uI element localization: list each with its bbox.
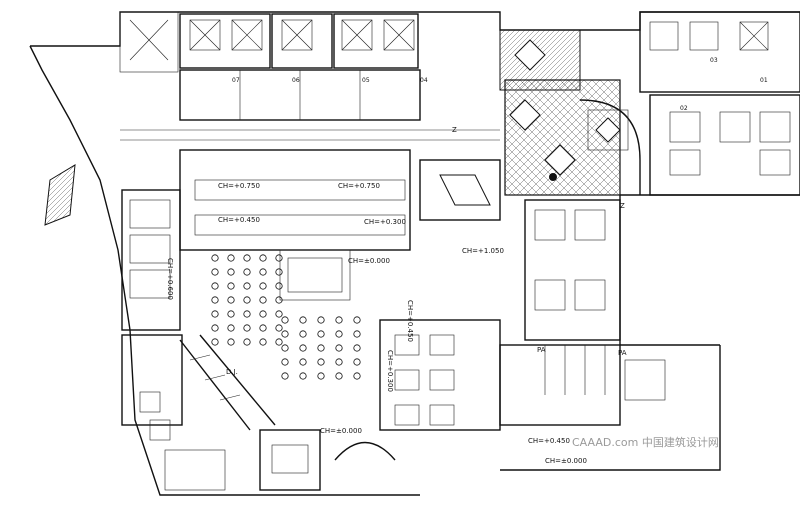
seat-marker bbox=[243, 310, 251, 318]
plan-marker: PA bbox=[537, 346, 546, 354]
level-label: CH=+0.450 bbox=[218, 216, 260, 224]
level-label: CH=+0.300 bbox=[386, 350, 394, 392]
seat-marker bbox=[275, 324, 283, 332]
seat-marker bbox=[335, 358, 343, 366]
seat-marker bbox=[259, 310, 267, 318]
seat-marker bbox=[259, 296, 267, 304]
seat-marker bbox=[259, 338, 267, 346]
seat-marker bbox=[353, 330, 361, 338]
seat-marker bbox=[259, 282, 267, 290]
seat-marker bbox=[243, 338, 251, 346]
plan-marker: PA bbox=[618, 349, 627, 357]
left-stair bbox=[44, 164, 76, 226]
bottom-entry bbox=[164, 429, 396, 491]
seat-marker bbox=[211, 282, 219, 290]
seat-marker bbox=[299, 344, 307, 352]
level-label: CH=+0.600 bbox=[166, 258, 174, 300]
level-label: CH=±0.000 bbox=[545, 457, 587, 465]
diagonal-ramp bbox=[179, 334, 276, 431]
seat-marker bbox=[275, 282, 283, 290]
seat-marker bbox=[335, 316, 343, 324]
seat-marker bbox=[211, 296, 219, 304]
seat-marker bbox=[317, 316, 325, 324]
plan-marker: D.J. bbox=[226, 368, 238, 376]
seat-marker bbox=[335, 372, 343, 380]
level-label: CH=+0.750 bbox=[338, 182, 380, 190]
seat-marker bbox=[227, 324, 235, 332]
level-label: CH=+0.750 bbox=[218, 182, 260, 190]
seat-marker bbox=[353, 316, 361, 324]
seat-marker bbox=[317, 358, 325, 366]
seat-marker bbox=[211, 338, 219, 346]
room-number: 05 bbox=[362, 77, 370, 84]
seat-marker bbox=[243, 254, 251, 262]
watermark: CAAAD.com 中国建筑设计网 bbox=[572, 435, 719, 449]
seat-marker bbox=[317, 344, 325, 352]
seat-marker bbox=[211, 268, 219, 276]
room-number: 06 bbox=[292, 77, 300, 84]
seat-marker bbox=[317, 372, 325, 380]
seat-marker bbox=[227, 268, 235, 276]
seat-marker bbox=[335, 330, 343, 338]
seating-cluster bbox=[211, 254, 361, 380]
seat-marker bbox=[211, 324, 219, 332]
room-number: 02 bbox=[680, 105, 688, 112]
seat-marker bbox=[227, 338, 235, 346]
level-label: CH=+0.450 bbox=[528, 437, 570, 445]
seat-marker bbox=[299, 316, 307, 324]
seat-marker bbox=[259, 254, 267, 262]
plan-marker: Z bbox=[620, 202, 625, 210]
seat-marker bbox=[317, 330, 325, 338]
seat-marker bbox=[275, 296, 283, 304]
room-number: 03 bbox=[710, 57, 718, 64]
seat-marker bbox=[259, 268, 267, 276]
markers: PA PA Z Z D.J. bbox=[226, 126, 627, 376]
outer-walls bbox=[29, 11, 800, 496]
level-label: CH=+0.450 bbox=[406, 300, 414, 342]
seat-marker bbox=[281, 358, 289, 366]
level-label: CH=±0.000 bbox=[320, 427, 362, 435]
room-numbers: 07 06 05 04 03 02 01 bbox=[232, 57, 768, 112]
seat-marker bbox=[227, 282, 235, 290]
seat-marker bbox=[211, 310, 219, 318]
seat-marker bbox=[227, 254, 235, 262]
seat-marker bbox=[299, 330, 307, 338]
seat-marker bbox=[353, 372, 361, 380]
seat-marker bbox=[281, 372, 289, 380]
seat-marker bbox=[281, 344, 289, 352]
seat-marker bbox=[299, 372, 307, 380]
seat-marker bbox=[227, 310, 235, 318]
seat-marker bbox=[259, 324, 267, 332]
seat-marker bbox=[281, 330, 289, 338]
top-rooms bbox=[119, 11, 421, 121]
left-rooms bbox=[121, 189, 183, 441]
seat-marker bbox=[243, 296, 251, 304]
seat-marker bbox=[243, 282, 251, 290]
seat-marker bbox=[335, 344, 343, 352]
room-number: 01 bbox=[760, 77, 768, 84]
seat-marker bbox=[227, 296, 235, 304]
seat-marker bbox=[211, 254, 219, 262]
seat-marker bbox=[275, 310, 283, 318]
level-label: CH=±0.000 bbox=[348, 257, 390, 265]
lobby-hatched bbox=[499, 29, 641, 196]
seat-marker bbox=[353, 344, 361, 352]
seat-marker bbox=[299, 358, 307, 366]
toilet-block bbox=[499, 344, 666, 426]
seat-marker bbox=[281, 316, 289, 324]
room-number: 07 bbox=[232, 77, 240, 84]
right-rooms bbox=[639, 11, 800, 196]
seat-marker bbox=[243, 268, 251, 276]
plan-marker: Z bbox=[452, 126, 457, 134]
seat-marker bbox=[275, 268, 283, 276]
seat-marker bbox=[353, 358, 361, 366]
level-label: CH=+0.300 bbox=[364, 218, 406, 226]
room-number: 04 bbox=[420, 77, 428, 84]
level-label: CH=+1.050 bbox=[462, 247, 504, 255]
seat-marker bbox=[275, 338, 283, 346]
seat-marker bbox=[275, 254, 283, 262]
seat-marker bbox=[243, 324, 251, 332]
